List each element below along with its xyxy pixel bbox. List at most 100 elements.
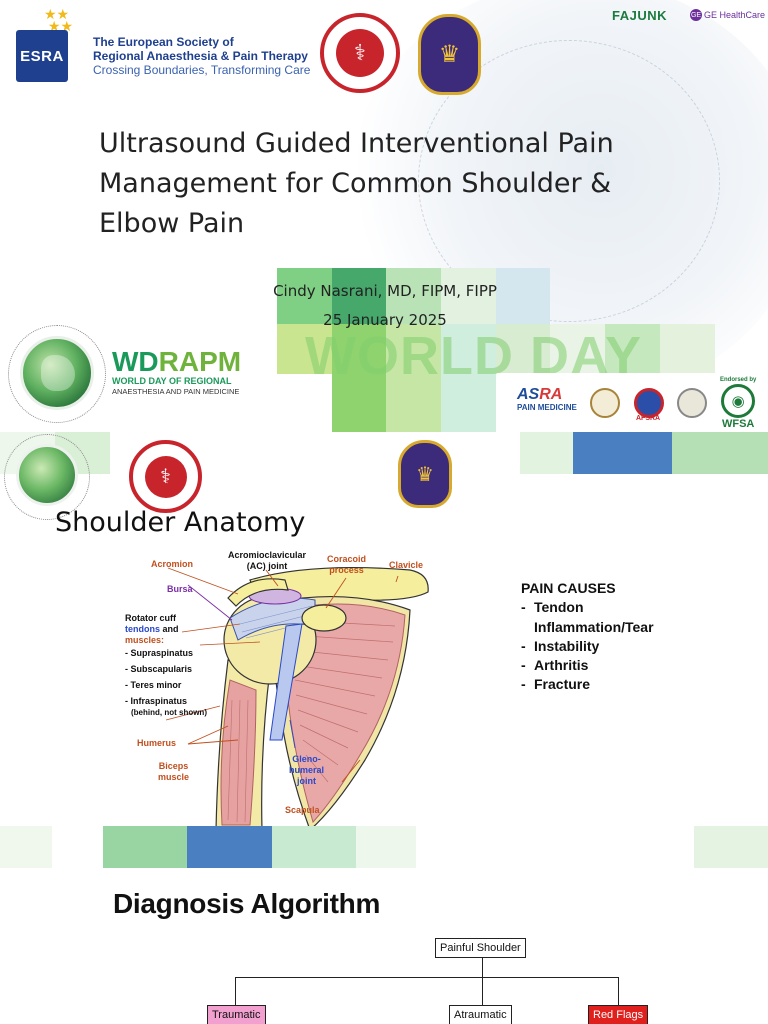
pain-causes-heading: PAIN CAUSES (521, 580, 616, 596)
connector-line (618, 977, 619, 1005)
author-block: Cindy Nasrani, MD, FIPM, FIPP 25 January… (250, 277, 520, 335)
asra-logo: ASRA PAIN MEDICINE (517, 386, 577, 413)
decor-square (272, 826, 356, 868)
ge-icon: GE (690, 9, 702, 21)
label-bursa: Bursa (167, 584, 193, 594)
wfsa-globe-icon: ◉ (721, 384, 756, 418)
decor-square-blue (187, 826, 272, 868)
ge-healthcare-label: GE HealthCare (704, 10, 766, 20)
globe-icon (20, 336, 94, 410)
wdrapm-line2: ANAESTHESIA AND PAIN MEDICINE (112, 387, 240, 396)
afsra-seal-icon (634, 388, 664, 418)
label-ac-joint-line2: (AC) joint (246, 561, 288, 571)
ge-healthcare-logo: GE GE HealthCare (690, 9, 765, 21)
label-infraspinatus-note: (behind, not shown) (131, 708, 207, 717)
list-dash: - (521, 599, 526, 616)
wfsa-logo: Endorsed by ◉ WFSA (720, 377, 756, 430)
pain-cause-tendon: Tendon Inflammation/Tear (534, 599, 654, 635)
label-rotator-and: and (160, 624, 179, 634)
decor-square (103, 826, 187, 868)
list-item: -Instability (521, 637, 684, 656)
list-item: -Tendon Inflammation/Tear (521, 598, 684, 637)
globe-icon (16, 444, 78, 506)
wdrapm-prefix: WD (112, 346, 159, 377)
crest-icon: ♛ (416, 463, 434, 486)
connector-line (482, 957, 483, 977)
list-item: -Arthritis (521, 656, 684, 675)
decor-square (0, 826, 52, 868)
decor-square (386, 324, 441, 432)
label-coracoid-line1: Coracoid (327, 554, 367, 564)
list-item: -Fracture (521, 675, 684, 694)
decor-square (332, 268, 386, 324)
decor-square (277, 324, 332, 374)
society-seal-red: ⚕ (129, 440, 202, 513)
label-coracoid-line2: process (329, 565, 364, 575)
wfsa-endorsed: Endorsed by (720, 377, 757, 383)
node-atraumatic: Atraumatic (449, 1005, 512, 1024)
afsra-label: AFSRA (636, 415, 661, 422)
author-name: Cindy Nasrani, MD, FIPM, FIPP (273, 282, 497, 300)
node-red-flags: Red Flags (588, 1005, 649, 1024)
label-gleno-line1: Gleno- (292, 754, 321, 764)
decor-square (356, 826, 416, 868)
pain-cause-fracture: Fracture (534, 676, 591, 693)
decor-square (694, 826, 768, 868)
caduceus-icon: ⚕ (144, 455, 187, 498)
decor-square (441, 268, 496, 324)
esra-tagline: Crossing Boundaries, Transforming Care (93, 63, 311, 77)
slide-title: Shoulder Anatomy (55, 507, 306, 538)
title-slide: ★★ ★★ ESRA The European Society of Regio… (0, 0, 768, 432)
esra-logo: ★★ ★★ ESRA (14, 6, 74, 82)
fajunk-logo: FAJUNK (612, 8, 668, 23)
pain-cause-instability: Instability (534, 637, 600, 654)
anatomy-slide: ⚕ ♛ Shoulder Anatomy (0, 432, 768, 868)
esra-name-line2: Regional Anaesthesia & Pain Therapy (93, 49, 308, 63)
wfsa-label: WFSA (721, 418, 755, 430)
society-seal-icon (677, 388, 707, 418)
label-ac-joint-line1: Acromioclavicular (228, 550, 307, 560)
presentation-date: 25 January 2025 (323, 311, 447, 329)
label-coracoid: Coracoid process (327, 554, 366, 576)
lasra-seal-icon (590, 388, 620, 418)
connector-line (482, 977, 483, 1005)
list-dash: - (521, 676, 526, 693)
connector-line (235, 977, 619, 978)
decor-square (496, 268, 550, 324)
label-humerus: Humerus (137, 738, 177, 748)
label-scapula: Scapula (285, 805, 320, 815)
label-infraspinatus: - Infraspinatus (125, 696, 188, 706)
pain-causes-list: PAIN CAUSES -Tendon Inflammation/Tear -I… (521, 579, 684, 695)
wdrapm-line1: WORLD DAY OF REGIONAL (112, 376, 232, 386)
asra-prefix: AS (517, 386, 540, 403)
label-gleno-line3: joint (297, 776, 316, 786)
decor-square (496, 324, 550, 373)
wd-logo-ring (8, 325, 106, 423)
label-biceps-line2: muscle (158, 772, 190, 782)
society-shield-logo: ♛ (398, 440, 452, 508)
label-clavicle: Clavicle (389, 560, 424, 570)
label-gleno-line2: humeral (289, 765, 325, 775)
label-rotator-muscles: muscles: (125, 635, 165, 645)
list-dash: - (521, 657, 526, 674)
decor-square (672, 432, 768, 474)
esra-logo-box: ESRA (16, 30, 68, 82)
label-rotator-line1: Rotator cuff (125, 613, 176, 623)
decor-square (605, 324, 660, 373)
esra-name-line1: The European Society of (93, 35, 234, 49)
decor-square (520, 432, 573, 474)
asra-sub: PAIN MEDICINE (517, 403, 577, 412)
wd-logo-ring (4, 434, 90, 520)
esra-name: The European Society of Regional Anaesth… (93, 35, 310, 77)
stars-icon: ★★ ★★ (44, 6, 73, 34)
label-ac-joint: Acromioclavicular (AC) joint (228, 550, 306, 572)
label-subscapularis: - Subscapularis (125, 664, 193, 674)
caduceus-icon: ⚕ (336, 29, 384, 77)
label-acromion: Acromion (151, 559, 194, 569)
wdrapm-logo: WDRAPM WORLD DAY OF REGIONAL ANAESTHESIA… (112, 348, 241, 397)
decor-square (441, 324, 496, 432)
decor-square (277, 268, 332, 324)
pain-cause-arthritis: Arthritis (534, 657, 589, 674)
asra-suffix: RA (539, 386, 563, 403)
society-shield-logo: ♛ (418, 14, 481, 95)
